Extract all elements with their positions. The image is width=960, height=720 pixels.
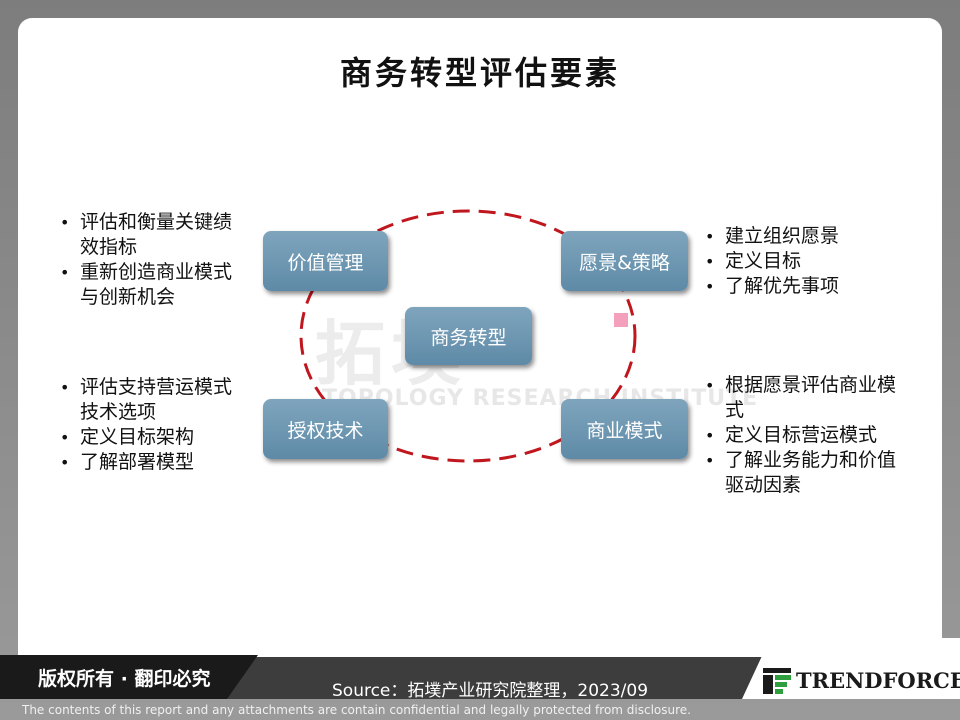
bullets-vision-strategy: 建立组织愿景 定义目标 了解优先事项 (703, 224, 903, 299)
bullet-item: 了解优先事项 (703, 274, 903, 299)
bullets-enabling-technology: 评估支持营运模式技术选项 定义目标架构 了解部署模型 (58, 375, 248, 475)
bullet-item: 定义目标架构 (58, 425, 248, 450)
accent-square (614, 313, 628, 327)
bullet-item: 定义目标 (703, 249, 903, 274)
node-business-model: 商业模式 (561, 399, 688, 459)
node-enabling-technology: 授权技术 (263, 399, 388, 459)
disclaimer-text: The contents of this report and any atta… (22, 703, 691, 717)
bullets-business-model: 根据愿景评估商业模式 定义目标营运模式 了解业务能力和价值驱动因素 (703, 373, 903, 498)
bullet-item: 定义目标营运模式 (703, 423, 903, 448)
bullet-item: 评估和衡量关键绩效指标 (58, 210, 248, 260)
bullets-value-management: 评估和衡量关键绩效指标 重新创造商业模式与创新机会 (58, 210, 248, 310)
bullet-item: 了解部署模型 (58, 450, 248, 475)
bullet-item: 评估支持营运模式技术选项 (58, 375, 248, 425)
trendforce-logo-icon (763, 668, 791, 694)
bullet-item: 重新创造商业模式与创新机会 (58, 260, 248, 310)
copyright-notice: 版权所有 · 翻印必究 (38, 668, 211, 690)
bullet-item: 了解业务能力和价值驱动因素 (703, 448, 903, 498)
trendforce-logo-text: TRENDFORCE (796, 668, 960, 693)
node-vision-strategy: 愿景&策略 (561, 231, 688, 291)
source-note: Source：拓墣产业研究院整理，2023/09 (332, 681, 649, 701)
node-center-business-transformation: 商务转型 (405, 307, 532, 365)
footer-copyright-panel (0, 655, 258, 699)
dashed-ring (299, 209, 637, 463)
bullet-item: 建立组织愿景 (703, 224, 903, 249)
bullet-item: 根据愿景评估商业模式 (703, 373, 903, 423)
slide-title: 商务转型评估要素 (339, 54, 620, 92)
node-value-management: 价值管理 (263, 231, 388, 291)
